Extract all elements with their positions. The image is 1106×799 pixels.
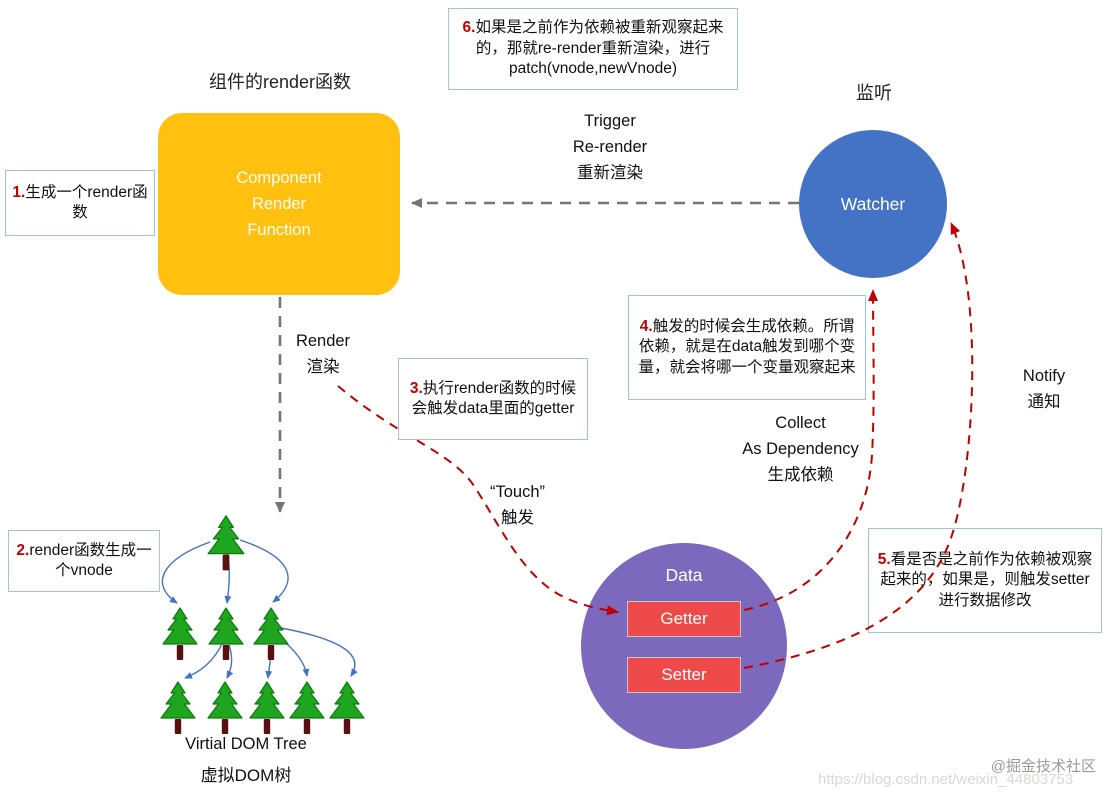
tree-icon: [207, 515, 245, 572]
touch-label: “Touch” 触发: [489, 483, 546, 527]
annotation-5: 5.看是否是之前作为依赖被观察起来的，如果是，则触发setter进行数据修改: [868, 528, 1102, 633]
watermark-url: https://blog.csdn.net/weixin_44803753: [818, 771, 1074, 788]
annotation-2: 2.render函数生成一个vnode: [8, 530, 160, 592]
getter-box: Getter: [627, 601, 741, 637]
vdom-tree: [160, 515, 365, 735]
tree-edge: [161, 541, 211, 604]
tree-icon: [249, 681, 285, 735]
annotation-3-text: 执行render函数的时候会触发data里面的getter: [411, 379, 577, 417]
getter-label: Getter: [660, 609, 708, 628]
component-render-function-node: Component Render Function: [158, 113, 400, 295]
annotation-4: 4.触发的时候会生成依赖。所谓依赖，就是在data触发到哪个变量，就会将哪一个变…: [628, 295, 866, 400]
tree-edge: [184, 639, 225, 679]
setter-label: Setter: [661, 665, 707, 684]
watcher-title: 监听: [856, 83, 892, 103]
annotation-1-number: 1.: [12, 183, 26, 201]
data-node-label: Data: [665, 565, 703, 585]
tree-icon: [160, 681, 196, 735]
annotation-1-text: 生成一个render函数: [25, 183, 148, 221]
setter-box: Setter: [627, 657, 741, 693]
component-node-line3: Function: [247, 221, 311, 239]
tree-icon: [207, 681, 243, 735]
annotation-4-number: 4.: [639, 317, 653, 335]
annotation-2-number: 2.: [16, 541, 30, 559]
tree-icon: [289, 681, 325, 735]
component-node-line2: Render: [251, 195, 307, 213]
data-node: Data Getter Setter: [581, 543, 787, 749]
vdom-tree-caption-en: Virtial DOM Tree: [185, 735, 307, 753]
trigger-rerender-label: Trigger Re-render 重新渲染: [572, 112, 648, 182]
watcher-node-label: Watcher: [840, 193, 906, 214]
annotation-3-number: 3.: [409, 379, 423, 397]
collect-as-dependency-label: Collect As Dependency 生成依赖: [742, 414, 859, 484]
annotation-5-number: 5.: [877, 550, 891, 568]
component-title: 组件的render函数: [208, 72, 352, 92]
component-node-line1: Component: [236, 169, 322, 187]
watermark-community: @掘金技术社区: [990, 758, 1096, 775]
annotation-1: 1.生成一个render函数: [5, 170, 155, 236]
tree-icon: [208, 607, 244, 661]
annotation-4-text: 触发的时候会生成依赖。所谓依赖，就是在data触发到哪个变量，就会将哪一个变量观…: [638, 317, 856, 376]
tree-edge: [280, 627, 358, 677]
tree-edge: [265, 644, 273, 679]
annotation-5-text: 看是否是之前作为依赖被观察起来的，如果是，则触发setter进行数据修改: [880, 550, 1093, 609]
tree-edge: [239, 539, 289, 603]
annotation-3: 3.执行render函数的时候会触发data里面的getter: [398, 358, 588, 440]
annotation-6: 6.如果是之前作为依赖被重新观察起来的，那就re-render重新渲染，进行pa…: [448, 8, 738, 90]
watcher-node: Watcher: [799, 130, 947, 278]
vdom-tree-caption-zh: 虚拟DOM树: [200, 766, 292, 785]
tree-edge: [224, 551, 232, 604]
tree-icon: [329, 681, 365, 735]
notify-label: Notify 通知: [1022, 367, 1066, 411]
tree-edge: [276, 634, 310, 677]
annotation-6-text: 如果是之前作为依赖被重新观察起来的，那就re-render重新渲染，进行patc…: [475, 19, 724, 78]
render-label: Render 渲染: [295, 332, 351, 376]
annotation-2-text: render函数生成一个vnode: [29, 541, 152, 579]
tree-icon: [253, 607, 289, 661]
tree-icon: [162, 607, 198, 661]
tree-edge: [226, 644, 234, 679]
annotation-6-number: 6.: [462, 19, 476, 37]
